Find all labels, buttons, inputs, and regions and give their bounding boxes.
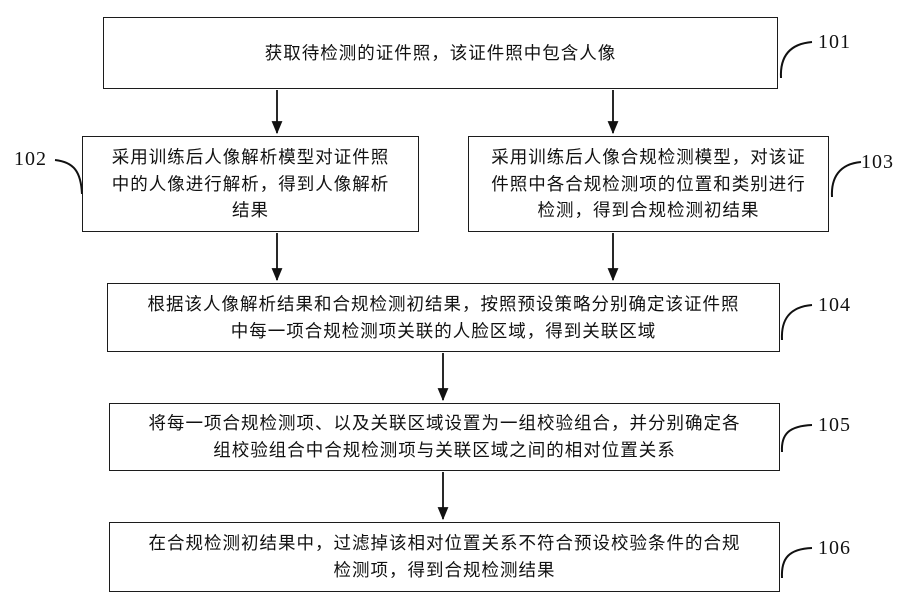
ref-label-102: 102 — [14, 148, 47, 170]
ref-label-103: 103 — [861, 151, 894, 173]
ref-hook-101 — [779, 41, 813, 79]
flow-step-106: 在合规检测初结果中，过滤掉该相对位置关系不符合预设校验条件的合规 检测项，得到合… — [109, 522, 780, 592]
flow-step-105-text: 将每一项合规检测项、以及关联区域设置为一组校验组合，并分别确定各 组校验组合中合… — [148, 413, 741, 460]
flow-step-104-text: 根据该人像解析结果和合规检测初结果，按照预设策略分别确定该证件照 中每一项合规检… — [147, 293, 740, 341]
flow-step-106-text: 在合规检测初结果中，过滤掉该相对位置关系不符合预设校验条件的合规 检测项，得到合… — [148, 533, 741, 580]
flow-step-101: 获取待检测的证件照，该证件照中包含人像 — [103, 17, 778, 89]
ref-label-106: 106 — [818, 537, 851, 559]
flow-step-105: 将每一项合规检测项、以及关联区域设置为一组校验组合，并分别确定各 组校验组合中合… — [109, 403, 780, 471]
ref-label-101: 101 — [818, 31, 851, 53]
ref-hook-103 — [830, 161, 862, 198]
flow-step-101-text: 获取待检测的证件照，该证件照中包含人像 — [264, 42, 617, 63]
ref-hook-105 — [780, 424, 813, 453]
ref-label-104: 104 — [818, 294, 851, 316]
flow-step-103-text: 采用训练后人像合规检测模型，对该证 件照中各合规检测项的位置和类别进行 检测，得… — [491, 147, 806, 221]
ref-hook-102 — [54, 159, 83, 195]
flow-step-104: 根据该人像解析结果和合规检测初结果，按照预设策略分别确定该证件照 中每一项合规检… — [107, 283, 780, 352]
flow-step-102: 采用训练后人像解析模型对证件照 中的人像进行解析，得到人像解析 结果 — [82, 136, 419, 232]
ref-hook-106 — [780, 547, 813, 579]
flow-step-103: 采用训练后人像合规检测模型，对该证 件照中各合规检测项的位置和类别进行 检测，得… — [468, 136, 829, 232]
ref-hook-104 — [780, 304, 813, 341]
ref-label-105: 105 — [818, 414, 851, 436]
flow-step-102-text: 采用训练后人像解析模型对证件照 中的人像进行解析，得到人像解析 结果 — [111, 147, 390, 221]
